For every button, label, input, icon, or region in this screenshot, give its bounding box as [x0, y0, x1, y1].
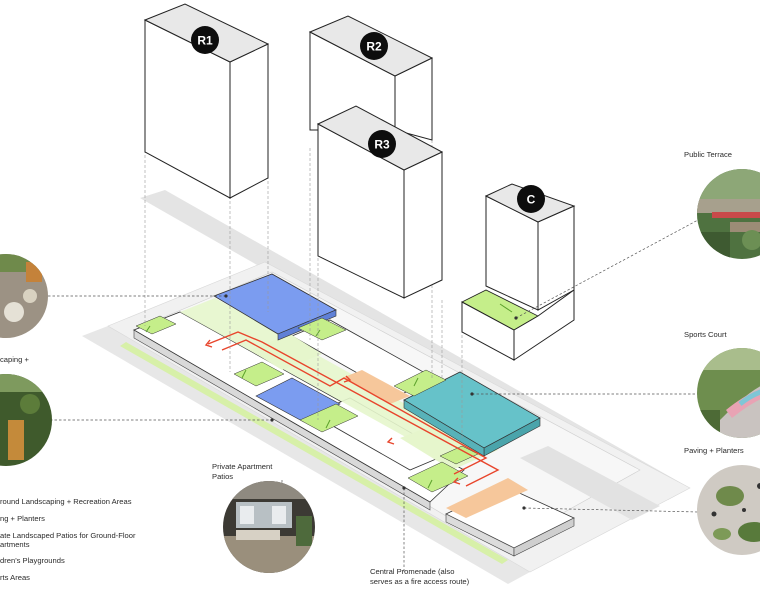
label-public-terrace: Public Terrace — [684, 150, 732, 159]
teal-sports-court-left — [403, 399, 485, 457]
podium-block-bottom-right-side — [513, 517, 575, 557]
badge-r2: R2 — [360, 32, 388, 60]
legend-item-4: dren's Playgrounds — [0, 556, 65, 565]
pale-green-court — [250, 334, 322, 370]
tower-r1-side — [229, 43, 269, 199]
label-paving-planters: Paving + Planters — [684, 446, 744, 455]
patio-d — [393, 369, 447, 397]
label-left-partial: caping + — [0, 355, 29, 364]
leader-lines — [48, 219, 699, 572]
photo-public-terrace — [697, 169, 760, 259]
legend-item-3b: artments — [0, 540, 30, 549]
route-arrow-1 — [204, 339, 213, 348]
label-private-patios-1: Private Apartment — [212, 462, 273, 471]
route-arrow-2 — [343, 375, 352, 383]
badge-c: C — [517, 185, 545, 213]
label-promenade-1: Central Promenade (also — [370, 567, 454, 576]
legend: round Landscaping + Recreation Areas ng … — [0, 497, 136, 582]
patio-b — [233, 361, 285, 387]
label-private-patios-2: Patios — [212, 472, 233, 481]
photo-paving-planters — [697, 465, 760, 555]
label-sports-court: Sports Court — [684, 330, 728, 339]
photo-private-patios — [223, 481, 315, 573]
badge-r1-label: R1 — [197, 34, 213, 48]
orange-zone-1 — [342, 370, 410, 404]
orange-zone-2 — [446, 478, 528, 518]
route-line-outer — [207, 331, 500, 487]
central-promenade-route — [204, 331, 500, 487]
leader-dots — [224, 294, 526, 510]
green-patios — [135, 315, 479, 493]
badge-r3: R3 — [368, 130, 396, 158]
route-arrow-4 — [452, 477, 461, 485]
street-band-left — [82, 326, 530, 584]
color-zones — [213, 273, 541, 518]
patio-f — [407, 461, 469, 493]
photo-left-garden — [0, 374, 52, 466]
tower-c-terrace-side — [513, 289, 575, 361]
patio-e — [299, 403, 359, 433]
badge-r2-label: R2 — [366, 40, 382, 54]
badge-r3-label: R3 — [374, 138, 390, 152]
legend-item-5: rts Areas — [0, 573, 30, 582]
street-corner-right — [520, 446, 660, 520]
blue-zone-lower — [255, 377, 341, 423]
route-arrow-3 — [386, 437, 395, 445]
route-line-inner — [221, 339, 488, 475]
legend-item-3a: ate Landscaped Patios for Ground-Floor — [0, 531, 136, 540]
badge-c-label: C — [527, 193, 536, 207]
green-edge-strip — [120, 342, 508, 564]
legend-item-2: ng + Planters — [0, 514, 45, 523]
label-promenade-2: serves as a fire access route) — [370, 577, 470, 586]
photo-sports-court — [697, 348, 760, 438]
access-arrows — [145, 325, 433, 489]
legend-item-1: round Landscaping + Recreation Areas — [0, 497, 132, 506]
tower-r3-side — [403, 151, 443, 299]
badge-r1: R1 — [191, 26, 219, 54]
photo-left-landscaping — [0, 254, 48, 338]
